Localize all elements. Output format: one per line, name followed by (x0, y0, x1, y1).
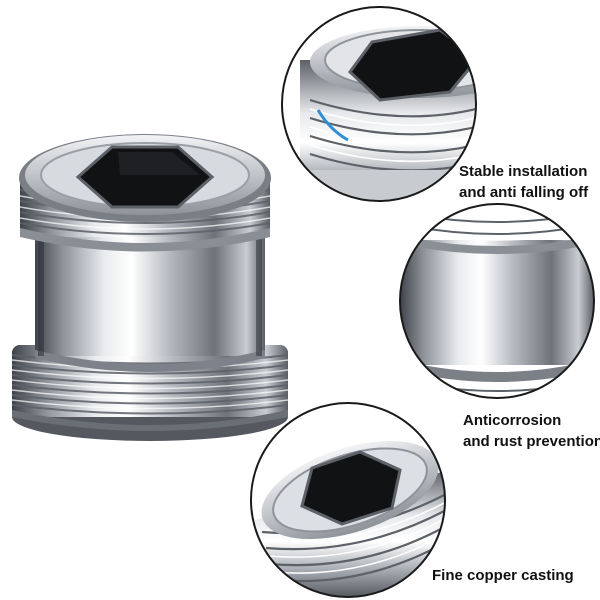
closeup-circle-middle (399, 203, 595, 399)
feature-caption-line: Stable installation (459, 163, 588, 180)
feature-caption-casting: Fine copper casting (432, 565, 574, 586)
main-fitting (11, 134, 289, 441)
feature-caption-line: Fine copper casting (432, 567, 574, 584)
hex-socket-closeup-icon (348, 28, 476, 102)
closeup-circle-bottom (250, 402, 446, 598)
hex-socket-angled-icon (300, 450, 402, 526)
feature-caption-line: and rust prevention (463, 433, 600, 450)
feature-caption-anticorrosion: Anticorrosion and rust prevention (463, 410, 600, 452)
feature-caption-line: and anti falling off (459, 184, 589, 201)
feature-caption-line: Anticorrosion (463, 412, 562, 429)
feature-caption-stable: Stable installation and anti falling off (459, 161, 588, 203)
top-face (19, 134, 271, 222)
